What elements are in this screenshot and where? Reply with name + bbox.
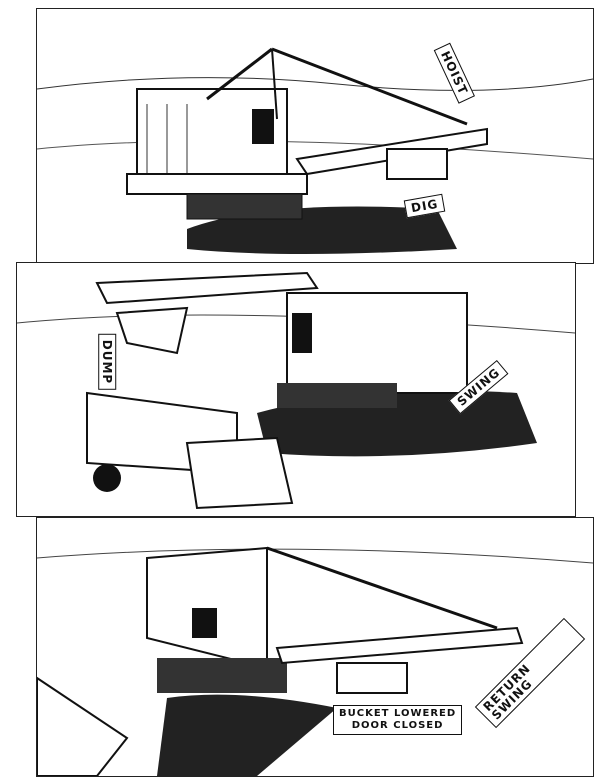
- bucket-label-line2: DOOR CLOSED: [351, 720, 444, 731]
- bucket-lowered-door-closed-label: BUCKET LOWERED DOOR CLOSED: [333, 705, 463, 735]
- power-shovel-return-swing-illustration: [37, 546, 593, 776]
- panel-return-swing: BUCKET LOWERED DOOR CLOSED RETURN SWING: [36, 517, 594, 777]
- bucket-label-line1: BUCKET LOWERED: [339, 708, 457, 719]
- dump-label: DUMP: [98, 333, 117, 391]
- power-shovel-digging-illustration: [37, 47, 593, 254]
- panel-dig-hoist: HOIST DIG: [36, 8, 594, 264]
- power-shovel-dumping-illustration: [17, 271, 575, 510]
- panel-dump-swing: DUMP SWING: [16, 262, 576, 517]
